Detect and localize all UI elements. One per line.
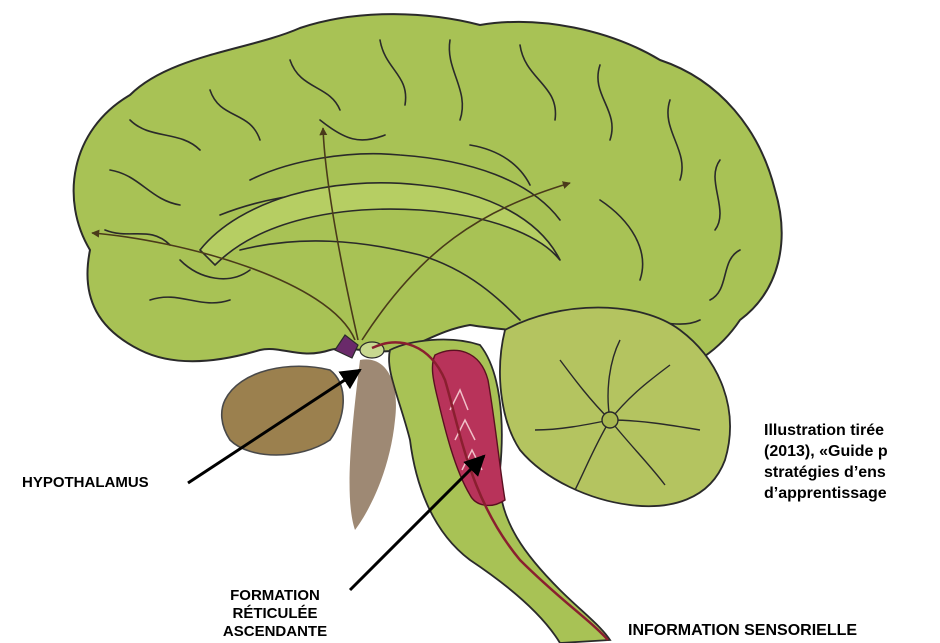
- pons-shadow: [350, 359, 396, 530]
- formation-line-2: RÉTICULÉE: [215, 605, 335, 623]
- sensory-information-label: INFORMATION SENSORIELLE: [628, 621, 857, 640]
- credit-line-4: d’apprentissage: [764, 483, 940, 504]
- formation-line-1: FORMATION: [215, 587, 335, 605]
- formation-line-3: ASCENDANTE: [215, 623, 335, 641]
- temporal-lobe: [222, 366, 343, 455]
- credit-line-2: (2013), «Guide p: [764, 441, 940, 462]
- reticular-formation-label: FORMATION RÉTICULÉE ASCENDANTE: [215, 587, 335, 641]
- credit-line-3: stratégies d’ens: [764, 462, 940, 483]
- credit-line-1: Illustration tirée: [764, 420, 940, 441]
- hypothalamus-label: HYPOTHALAMUS: [22, 473, 149, 492]
- illustration-credit: Illustration tirée (2013), «Guide p stra…: [764, 420, 940, 504]
